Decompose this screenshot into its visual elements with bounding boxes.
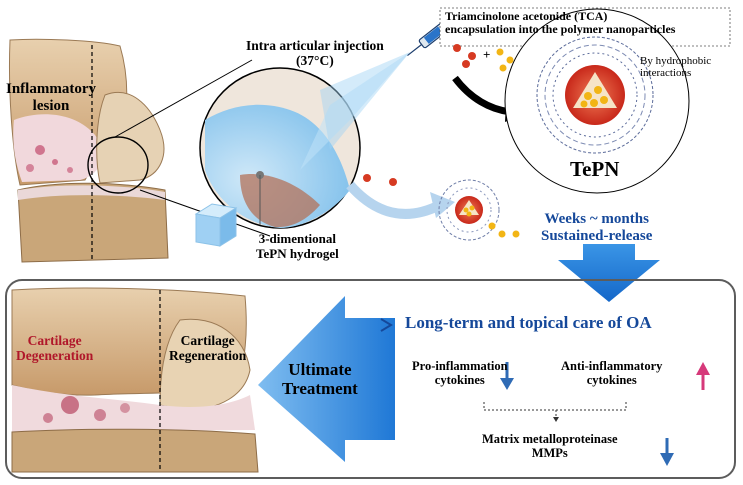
released-drug-dots: [488, 222, 520, 238]
label-long-term: Long-term and topical care of OA: [405, 313, 652, 332]
label-plus: +: [483, 47, 491, 62]
label-tca: Triamcinolone acetonide (TCA)encapsulati…: [445, 9, 676, 37]
arrow-up-icon: [696, 362, 710, 390]
zoom-line-top: [114, 59, 253, 138]
small-nanoparticle: [438, 179, 500, 241]
tepn-nanoparticle-circle: [504, 8, 690, 194]
ultimate-treatment-arrow: [258, 296, 395, 462]
release-arrow: [346, 181, 443, 219]
assembly-arrow: [452, 75, 513, 116]
treated-knee-illustration: [11, 287, 259, 473]
arrow-down-icon: [660, 438, 674, 466]
zoomed-joint-circle: [199, 67, 361, 229]
inflamed-knee-illustration: [8, 38, 169, 263]
ingredient-particles: [453, 44, 514, 72]
released-particles: [363, 174, 397, 186]
label-injection: Intra articular injection(37°C): [246, 38, 384, 69]
down-arrow: [558, 244, 660, 302]
dashed-connector: [483, 402, 627, 411]
hydrogel-cube-icon: [194, 203, 238, 247]
arrow-down-icon: [500, 362, 514, 390]
bullet-icon: [380, 318, 393, 332]
treatment-panel: [5, 279, 736, 479]
label-tepn: TePN: [570, 157, 620, 181]
spray-cone: [300, 52, 410, 170]
